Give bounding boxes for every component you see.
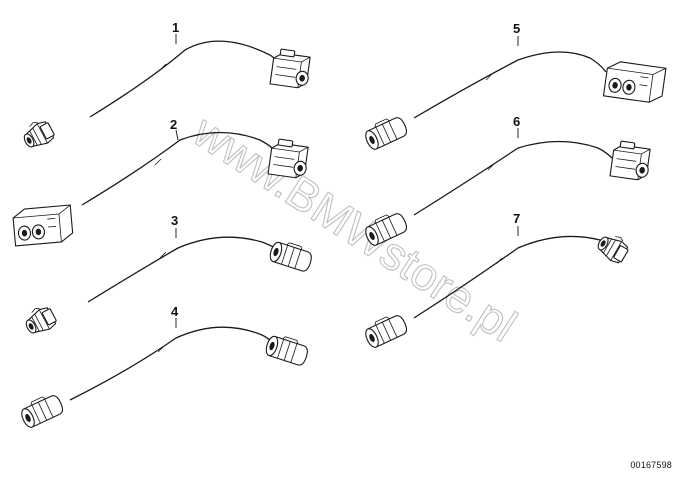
part-1-cable-assembly: 1 [18, 20, 313, 153]
part-6-cable-assembly: 6 [361, 114, 653, 248]
part-label-6: 6 [513, 114, 520, 129]
drawing-code: 00167598 [630, 460, 672, 470]
part-7-cable-assembly: 7 [361, 211, 633, 350]
part-label-1: 1 [172, 20, 179, 35]
part-4-cable-assembly: 4 [17, 304, 311, 430]
part-label-7: 7 [513, 211, 520, 226]
part-label-2: 2 [170, 117, 177, 132]
part-label-5: 5 [513, 21, 520, 36]
part-3-cable-assembly: 3 [20, 213, 315, 339]
part-5-cable-assembly: 5 [361, 21, 667, 152]
watermark-text: www.BMWstore.pl [184, 104, 526, 351]
part-label-4: 4 [171, 304, 179, 319]
part-2-cable-assembly: 2 [11, 117, 311, 247]
part-label-3: 3 [171, 213, 178, 228]
